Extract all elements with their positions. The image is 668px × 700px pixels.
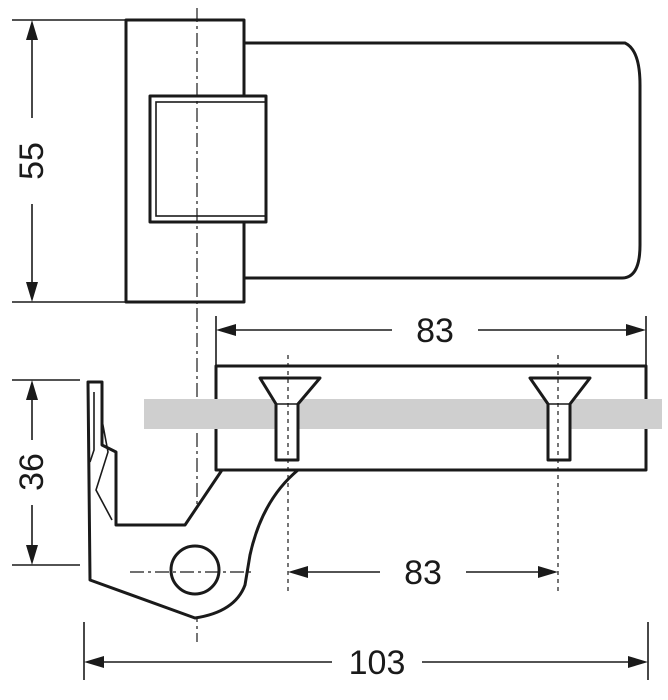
dim-label-55: 55	[13, 142, 51, 180]
arrow-83-lower-left	[288, 566, 308, 578]
dimension-lines	[12, 19, 649, 680]
arrow-36-down	[26, 545, 38, 565]
arrow-55-down	[26, 282, 38, 302]
dim-label-36: 36	[13, 453, 51, 491]
arrow-55-up	[26, 20, 38, 40]
arrow-83-upper-left	[216, 324, 236, 336]
dim-label-83-upper: 83	[416, 312, 454, 350]
door-panel	[144, 399, 662, 429]
arrow-83-lower-right	[538, 566, 558, 578]
hinge-arm-fold	[89, 392, 113, 521]
arrow-83-upper-right	[626, 324, 646, 336]
hinge-arm	[86, 380, 300, 620]
hinge-pin	[169, 544, 221, 596]
dim-label-83-lower: 83	[404, 554, 442, 592]
knuckle-outer	[148, 94, 268, 224]
top-view	[124, 18, 642, 304]
arrow-36-up	[26, 380, 38, 400]
arrow-103-left	[84, 656, 104, 668]
hinge-body-top	[242, 41, 642, 280]
side-view	[86, 355, 662, 620]
knuckle-inner	[155, 101, 267, 217]
dim-label-103: 103	[349, 644, 406, 682]
arrow-103-right	[628, 656, 648, 668]
